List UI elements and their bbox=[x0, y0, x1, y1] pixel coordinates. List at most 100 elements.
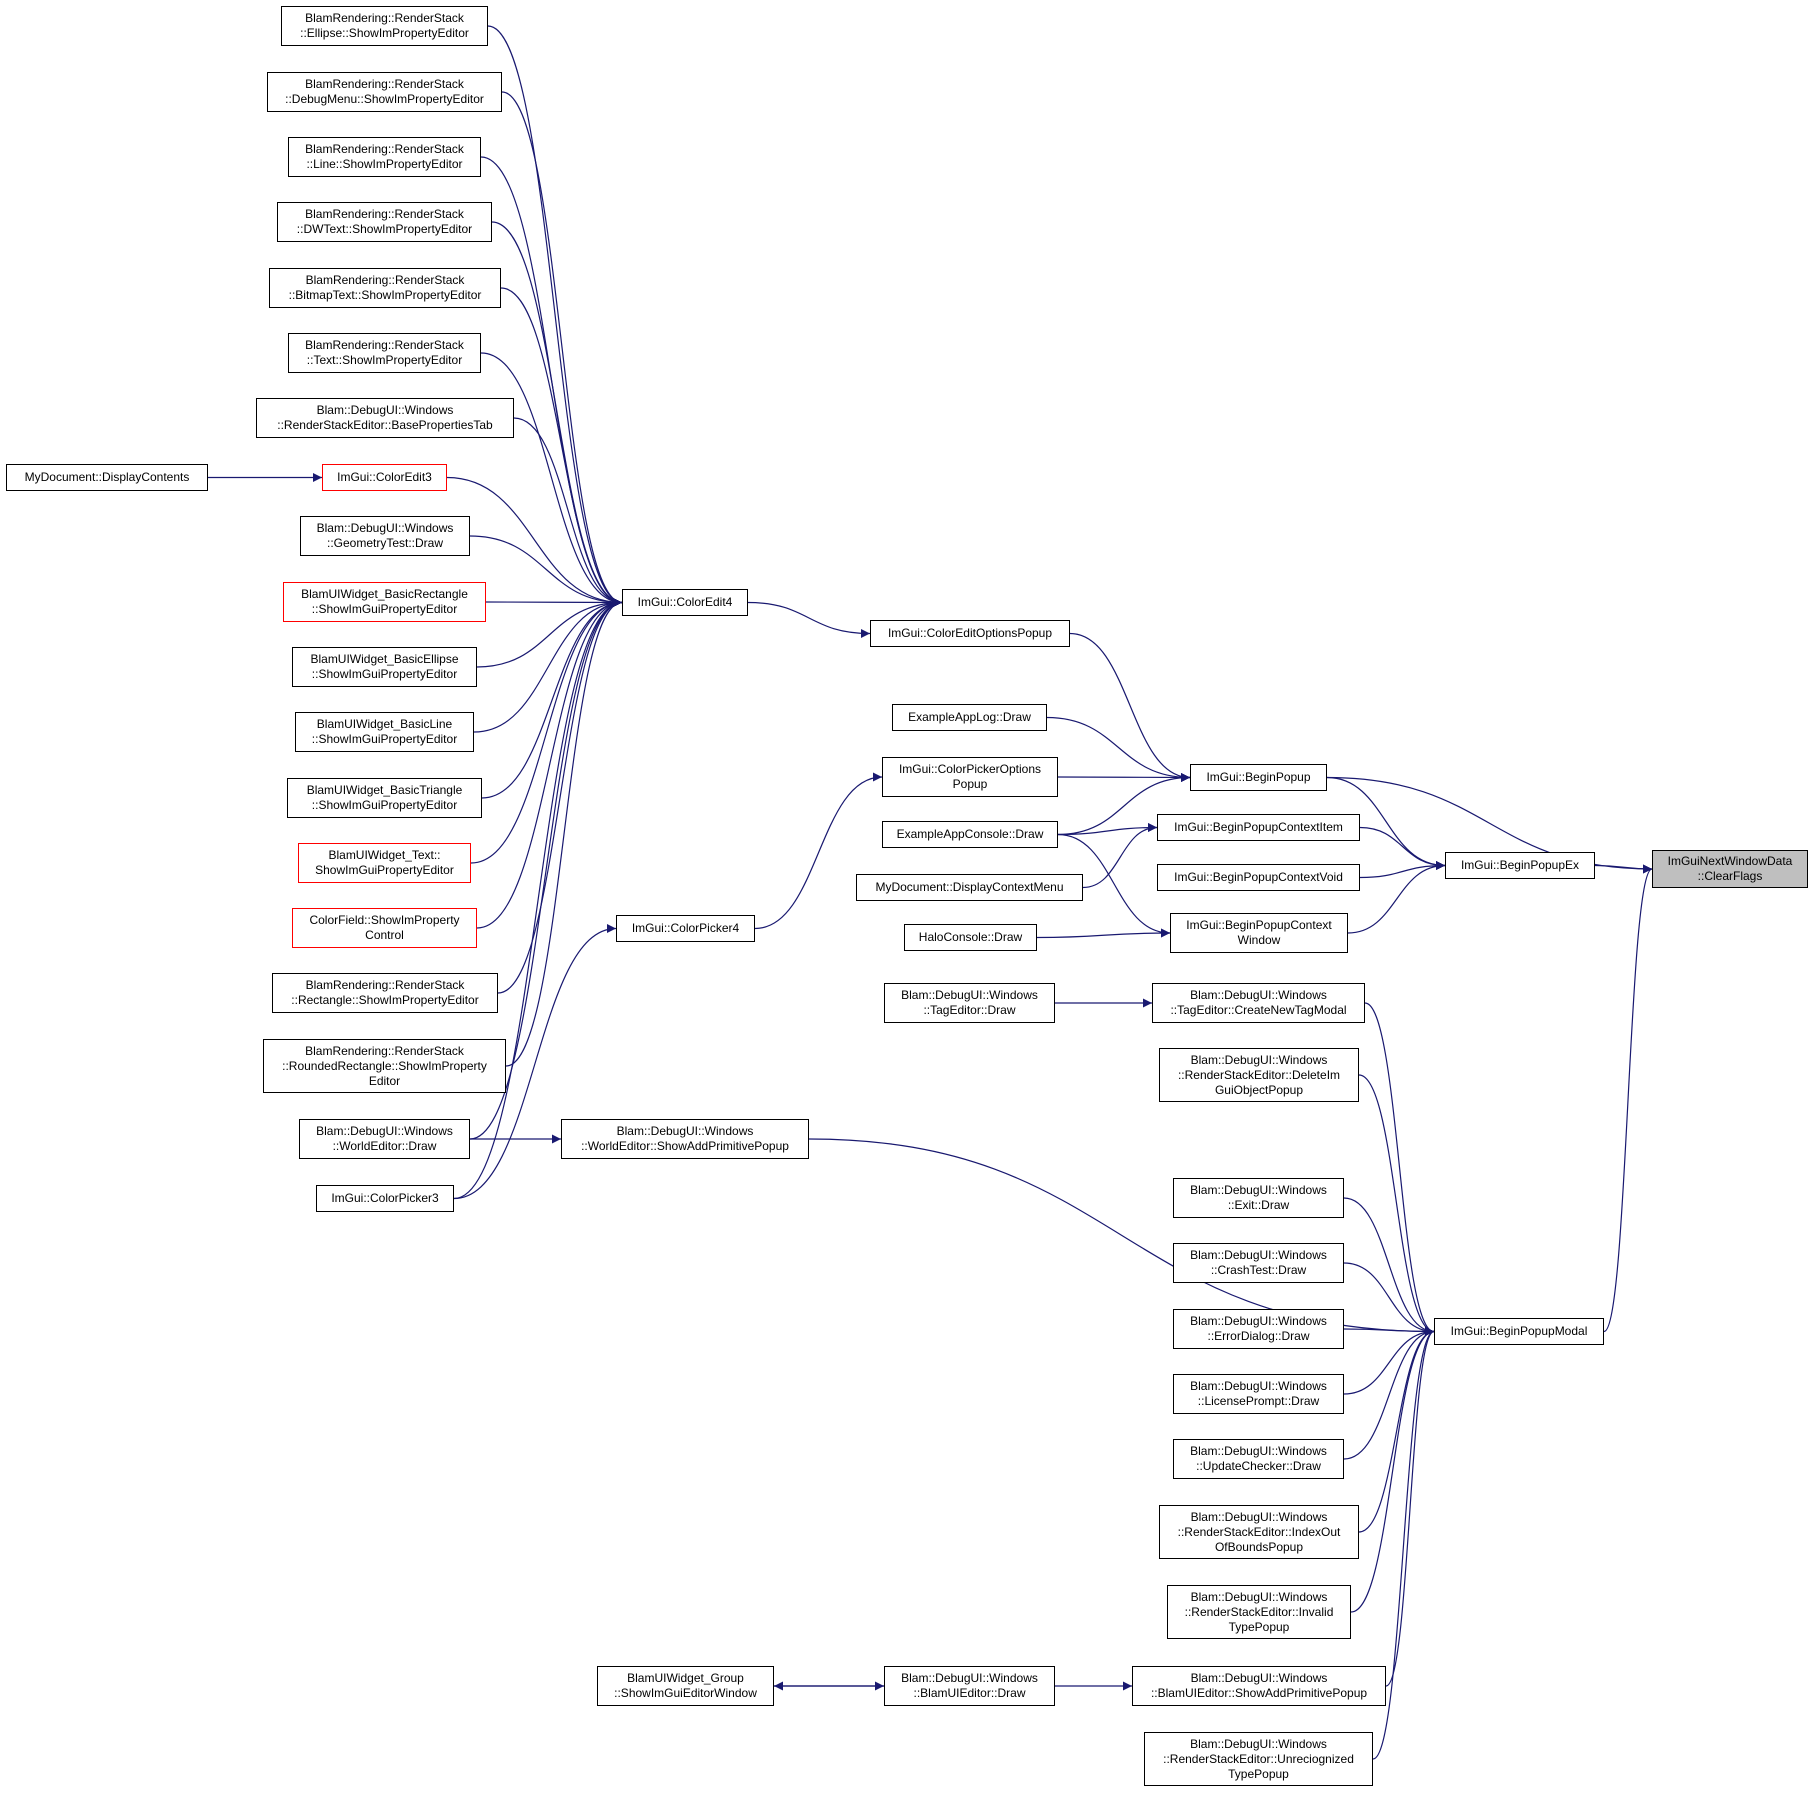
node-label-line: HaloConsole::Draw bbox=[918, 930, 1023, 944]
edge-colorpicker4-to-colorpickeroptionspopup bbox=[754, 772, 883, 930]
node-debugmenu[interactable]: BlamRendering::RenderStack::DebugMenu::S… bbox=[267, 72, 502, 112]
node-label-line: ImGui::ColorEdit4 bbox=[637, 595, 733, 609]
node-label-line: Popup bbox=[952, 777, 988, 791]
edge-blamuieditor-showadd-to-beginpopupmodal bbox=[1385, 1327, 1435, 1687]
node-bitmaptext[interactable]: BlamRendering::RenderStack::BitmapText::… bbox=[269, 268, 501, 308]
node-rectangle[interactable]: BlamRendering::RenderStack::Rectangle::S… bbox=[272, 973, 498, 1013]
node-showaddprimitivepopup-world[interactable]: Blam::DebugUI::Windows::WorldEditor::Sho… bbox=[561, 1119, 809, 1159]
node-updatechecker[interactable]: Blam::DebugUI::Windows::UpdateChecker::D… bbox=[1173, 1439, 1344, 1479]
node-exampleappconsole[interactable]: ExampleAppConsole::Draw bbox=[882, 821, 1058, 848]
node-errordialogdraw[interactable]: Blam::DebugUI::Windows::ErrorDialog::Dra… bbox=[1173, 1309, 1344, 1349]
node-label-line: BlamUIWidget_BasicLine bbox=[316, 717, 453, 731]
node-label-line: BlamUIWidget_BasicEllipse bbox=[310, 652, 459, 666]
edge-exampleappconsole-to-beginpopup bbox=[1057, 773, 1191, 836]
node-geometrytest[interactable]: Blam::DebugUI::Windows::GeometryTest::Dr… bbox=[300, 516, 470, 556]
edge-coloredit3-to-coloredit4 bbox=[446, 476, 623, 607]
node-widgettext[interactable]: BlamUIWidget_Text::ShowImGuiPropertyEdit… bbox=[298, 843, 471, 883]
node-label-line: ::Ellipse::ShowImPropertyEditor bbox=[300, 26, 469, 40]
edge-exampleapplog-to-beginpopup bbox=[1046, 716, 1191, 782]
node-line[interactable]: BlamRendering::RenderStack::Line::ShowIm… bbox=[288, 137, 481, 177]
node-label-line: Blam::DebugUI::Windows bbox=[1190, 1671, 1328, 1685]
edge-basepropertiestab-to-coloredit4 bbox=[513, 417, 623, 607]
node-label-line: Blam::DebugUI::Windows bbox=[1190, 988, 1327, 1002]
node-label-line: BlamRendering::RenderStack bbox=[305, 207, 464, 221]
node-exitdraw[interactable]: Blam::DebugUI::Windows::Exit::Draw bbox=[1173, 1178, 1344, 1218]
node-dwtext[interactable]: BlamRendering::RenderStack::DWText::Show… bbox=[277, 202, 492, 242]
node-label-line: ImGui::ColorEdit3 bbox=[337, 470, 432, 484]
node-label-line: ::CrashTest::Draw bbox=[1210, 1263, 1307, 1277]
node-label-line: BlamRendering::RenderStack bbox=[305, 142, 464, 156]
node-basicellipse[interactable]: BlamUIWidget_BasicEllipse::ShowImGuiProp… bbox=[292, 647, 477, 687]
node-label-line: ::BlamUIEditor::Draw bbox=[913, 1686, 1026, 1700]
node-exampleapplog[interactable]: ExampleAppLog::Draw bbox=[892, 704, 1047, 731]
node-deleteimguiobjectpopup[interactable]: Blam::DebugUI::Windows::RenderStackEdito… bbox=[1159, 1048, 1359, 1102]
node-label-line: ::ShowImGuiPropertyEditor bbox=[311, 602, 458, 616]
node-label-line: ::WorldEditor::Draw bbox=[332, 1139, 437, 1153]
node-createnewtagmodal[interactable]: Blam::DebugUI::Windows::TagEditor::Creat… bbox=[1152, 983, 1365, 1023]
node-basictriangle[interactable]: BlamUIWidget_BasicTriangle::ShowImGuiPro… bbox=[287, 778, 482, 818]
node-ellipse[interactable]: BlamRendering::RenderStack::Ellipse::Sho… bbox=[281, 6, 488, 46]
edge-exampleappconsole-to-beginpopupcontextwindow bbox=[1057, 833, 1171, 938]
node-label-line: ::LicensePrompt::Draw bbox=[1197, 1394, 1320, 1408]
node-coloredit4[interactable]: ImGui::ColorEdit4 bbox=[622, 589, 748, 616]
node-label-line: ImGui::ColorPickerOptions bbox=[898, 762, 1042, 776]
node-widgetgroup[interactable]: BlamUIWidget_Group::ShowImGuiEditorWindo… bbox=[597, 1666, 774, 1706]
node-label-line: Blam::DebugUI::Windows bbox=[901, 1671, 1038, 1685]
edge-beginpopupcontextitem-to-beginpopupex bbox=[1359, 826, 1446, 870]
node-colorpicker4[interactable]: ImGui::ColorPicker4 bbox=[616, 915, 755, 942]
node-basicline[interactable]: BlamUIWidget_BasicLine::ShowImGuiPropert… bbox=[295, 712, 474, 752]
node-beginpopupcontextvoid[interactable]: ImGui::BeginPopupContextVoid bbox=[1157, 864, 1360, 891]
node-label-line: ::BitmapText::ShowImPropertyEditor bbox=[288, 288, 482, 302]
node-invalidtypepopup[interactable]: Blam::DebugUI::Windows::RenderStackEdito… bbox=[1167, 1585, 1351, 1639]
node-label-line: Blam::DebugUI::Windows bbox=[316, 403, 454, 417]
node-coloreditoptionspopup[interactable]: ImGui::ColorEditOptionsPopup bbox=[870, 620, 1070, 647]
edge-rectangle-to-coloredit4 bbox=[497, 598, 623, 994]
node-unrecognizedtypepopup[interactable]: Blam::DebugUI::Windows::RenderStackEdito… bbox=[1144, 1732, 1373, 1786]
node-label-line: ImGui::ColorPicker4 bbox=[631, 921, 740, 935]
node-worldeditordraw[interactable]: Blam::DebugUI::Windows::WorldEditor::Dra… bbox=[299, 1119, 470, 1159]
node-beginpopupex[interactable]: ImGui::BeginPopupEx bbox=[1445, 852, 1595, 879]
edge-ellipse-to-coloredit4 bbox=[487, 25, 623, 607]
node-label-line: Blam::DebugUI::Windows bbox=[1190, 1183, 1327, 1197]
node-label-line: Blam::DebugUI::Windows bbox=[616, 1124, 754, 1138]
node-blamuieditordraw[interactable]: Blam::DebugUI::Windows::BlamUIEditor::Dr… bbox=[884, 1666, 1055, 1706]
node-coloredit3[interactable]: ImGui::ColorEdit3 bbox=[322, 464, 447, 491]
node-basicrectangle[interactable]: BlamUIWidget_BasicRectangle::ShowImGuiPr… bbox=[283, 582, 486, 622]
node-label-line: ::Rectangle::ShowImPropertyEditor bbox=[291, 993, 479, 1007]
node-beginpopupcontextitem[interactable]: ImGui::BeginPopupContextItem bbox=[1157, 814, 1360, 841]
node-label-line: BlamRendering::RenderStack bbox=[305, 978, 465, 992]
node-crashtestdraw[interactable]: Blam::DebugUI::Windows::CrashTest::Draw bbox=[1173, 1243, 1344, 1283]
node-label-line: Control bbox=[365, 928, 404, 942]
node-beginpopupmodal[interactable]: ImGui::BeginPopupModal bbox=[1434, 1318, 1604, 1345]
edge-beginpopupcontextvoid-to-beginpopupex bbox=[1359, 861, 1446, 879]
node-label-line: ::ShowImGuiPropertyEditor bbox=[311, 732, 458, 746]
node-label-line: MyDocument::DisplayContents bbox=[24, 470, 190, 484]
node-tageditordraw[interactable]: Blam::DebugUI::Windows::TagEditor::Draw bbox=[884, 983, 1055, 1023]
node-label-line: ::RoundedRectangle::ShowImProperty bbox=[282, 1058, 487, 1073]
node-label-line: ExampleAppConsole::Draw bbox=[896, 827, 1044, 841]
node-colorpicker3[interactable]: ImGui::ColorPicker3 bbox=[316, 1185, 454, 1212]
node-licenseprompt[interactable]: Blam::DebugUI::Windows::LicensePrompt::D… bbox=[1173, 1374, 1344, 1414]
node-basepropertiestab[interactable]: Blam::DebugUI::Windows::RenderStackEdito… bbox=[256, 398, 514, 438]
edge-deleteimguiobjectpopup-to-beginpopupmodal bbox=[1358, 1074, 1435, 1336]
node-haloconsole[interactable]: HaloConsole::Draw bbox=[904, 924, 1037, 951]
edge-invalidtypepopup-to-beginpopupmodal bbox=[1350, 1327, 1435, 1613]
node-displaycontents[interactable]: MyDocument::DisplayContents bbox=[6, 464, 208, 491]
node-label-line: BlamRendering::RenderStack bbox=[305, 338, 464, 352]
node-blamuieditor-showadd[interactable]: Blam::DebugUI::Windows::BlamUIEditor::Sh… bbox=[1132, 1666, 1386, 1706]
node-label-line: ImGui::ColorPicker3 bbox=[331, 1191, 439, 1205]
node-roundedrectangle[interactable]: BlamRendering::RenderStack::RoundedRecta… bbox=[263, 1039, 506, 1093]
node-indexoutofbounds[interactable]: Blam::DebugUI::Windows::RenderStackEdito… bbox=[1159, 1505, 1359, 1559]
node-label-line: ::GeometryTest::Draw bbox=[326, 536, 444, 550]
node-beginpopup[interactable]: ImGui::BeginPopup bbox=[1190, 764, 1327, 791]
node-label-line: BlamRendering::RenderStack bbox=[305, 1043, 464, 1058]
node-displaycontextmenu[interactable]: MyDocument::DisplayContextMenu bbox=[856, 874, 1083, 901]
node-label-line: OfBoundsPopup bbox=[1214, 1539, 1304, 1554]
edge-createnewtagmodal-to-beginpopupmodal bbox=[1364, 1002, 1435, 1336]
node-label-line: Blam::DebugUI::Windows bbox=[1190, 1314, 1327, 1328]
node-text[interactable]: BlamRendering::RenderStack::Text::ShowIm… bbox=[288, 333, 481, 373]
